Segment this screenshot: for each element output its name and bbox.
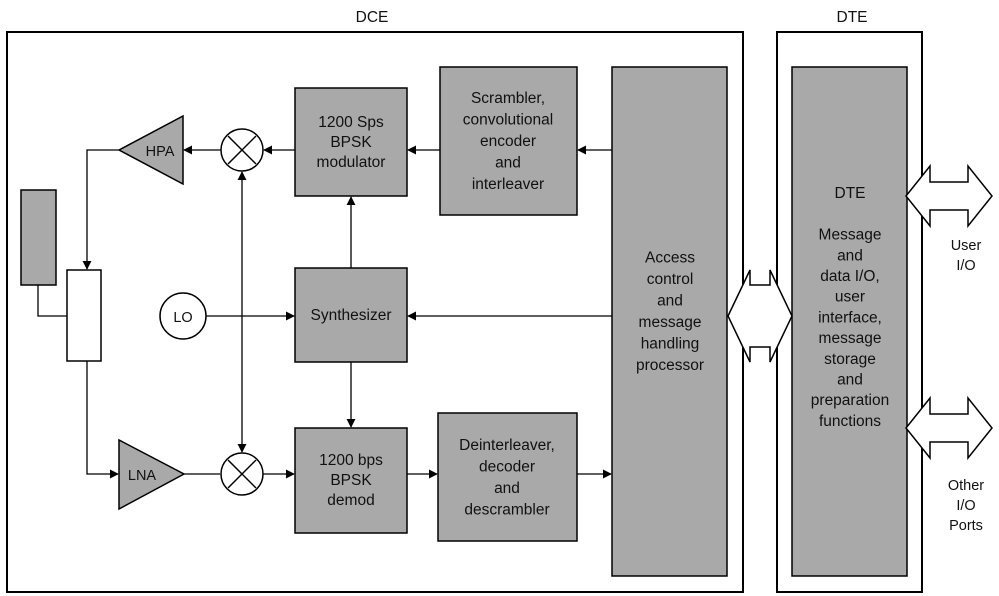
scrambler-text-line: encoder: [480, 133, 536, 150]
access-text-line: processor: [636, 357, 704, 374]
dte-text-line: user: [835, 289, 865, 306]
lna-triangle: [118, 438, 186, 511]
hpa-triangle: [117, 114, 184, 186]
antenna-link: [37, 285, 67, 317]
synthesizer-text: Synthesizer: [311, 307, 392, 324]
dte-text-line: data I/O,: [820, 268, 879, 285]
access-text-line: handling: [641, 335, 700, 352]
dte-text-line: interface,: [818, 309, 882, 326]
access-control-block: [611, 66, 728, 577]
duplexer-block: [66, 269, 102, 362]
scrambler-text-line: interleaver: [472, 176, 544, 193]
access-text-line: Access: [645, 249, 695, 266]
modulator-text-line: modulator: [317, 154, 386, 171]
synthesizer-text-line: Synthesizer: [311, 307, 392, 324]
duplexer-to-lna-arrow: [86, 361, 119, 479]
modulator-text-line: BPSK: [330, 134, 372, 151]
demod-text-line: BPSK: [330, 472, 372, 489]
demod-text-line: demod: [327, 492, 374, 509]
scrambler-text-line: convolutional: [463, 112, 553, 129]
lna-label: LNA: [128, 468, 157, 484]
access-text-line: message: [639, 314, 702, 331]
hpa-label: HPA: [146, 144, 175, 160]
deinterleaver-text-line: decoder: [479, 458, 535, 475]
modulator-block: [294, 87, 408, 197]
access-text-line: control: [647, 271, 694, 288]
tx-mixer: [220, 128, 264, 172]
user-io-label-line1: User: [951, 238, 982, 254]
deinterleaver-block: [437, 412, 578, 542]
rx-mixer: [220, 452, 264, 496]
scrambler-text-line: and: [495, 155, 521, 172]
deinterleaver-text: Deinterleaver, decoder and descrambler: [459, 437, 555, 519]
dte-text-line: message: [819, 330, 882, 347]
dte-text-line: Message: [819, 227, 882, 244]
user-io-label-line2: I/O: [956, 258, 975, 274]
scrambler-text: Scrambler, convolutional encoder and interle…: [463, 90, 553, 193]
dte-block-text: DTE Message and data I/O, user interface, mess…: [811, 185, 889, 430]
modulator-text-line: 1200 Sps: [318, 114, 384, 131]
demod-block: [294, 427, 408, 534]
scrambler-block: [439, 66, 578, 216]
demod-text-line: 1200 bps: [319, 452, 383, 469]
other-io-label-line2: I/O: [956, 498, 975, 514]
lo-label: LO: [173, 310, 192, 326]
hpa-to-duplexer-arrow: [82, 149, 119, 270]
dte-text-line: storage: [824, 351, 876, 368]
other-io-label-line1: Other: [948, 478, 984, 494]
dte-section-label: DTE: [837, 9, 868, 26]
scrambler-text-line: Scrambler,: [471, 90, 545, 107]
deinterleaver-text-line: descrambler: [464, 501, 549, 518]
dte-text-line: functions: [819, 413, 881, 430]
other-io-label-line3: Ports: [949, 518, 983, 534]
dce-label: DCE: [356, 9, 389, 26]
access-control-text: Access control and message handling processor: [636, 249, 704, 374]
deinterleaver-text-line: and: [494, 480, 520, 497]
user-io-arrow: [905, 163, 993, 229]
dte-text-line: and: [837, 371, 863, 388]
dte-text-line: and: [837, 247, 863, 264]
other-io-arrow: [905, 395, 993, 461]
deinterleaver-text-line: Deinterleaver,: [459, 437, 555, 454]
dte-text-line: preparation: [811, 392, 889, 409]
dce-dte-interface-arrow: [727, 269, 793, 363]
dte-text-line: DTE: [835, 185, 866, 202]
dte-block: [791, 66, 908, 577]
antenna-block: [20, 189, 57, 286]
access-text-line: and: [657, 292, 683, 309]
